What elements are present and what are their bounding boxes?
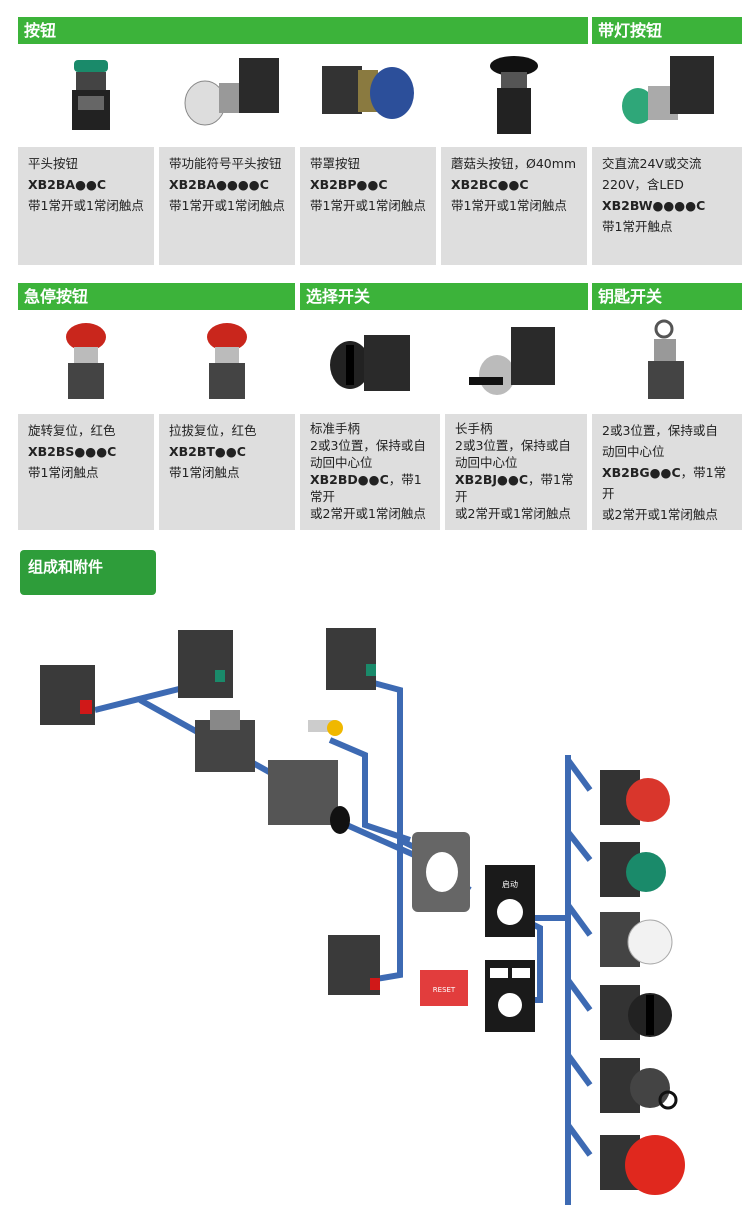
product-image-flush-green — [18, 48, 154, 141]
section-header-lit-buttons: 带灯按钮 — [592, 17, 742, 44]
estop-head-icon — [600, 1135, 685, 1195]
product-image-mushroom — [441, 48, 587, 141]
product-image-estop-pull — [159, 315, 295, 408]
push-button-icon — [184, 58, 279, 126]
product-image-shrouded — [300, 48, 436, 141]
contact-block-icon — [40, 665, 95, 725]
emergency-stop-icon — [66, 323, 106, 399]
push-button-icon — [72, 60, 110, 130]
light-bulb-icon — [308, 720, 343, 736]
section-header-selector: 选择开关 — [300, 283, 588, 310]
legend-plate-label: 启动 — [502, 879, 518, 889]
emergency-stop-icon — [207, 323, 247, 399]
push-button-icon — [490, 56, 538, 134]
assembly-diagram: 启动 RESET — [40, 628, 685, 1205]
selector-switch-icon — [469, 327, 555, 395]
product-image-symbol-flush — [159, 48, 295, 141]
red-flush-head-icon — [600, 770, 670, 825]
contact-block-icon — [326, 628, 376, 690]
key-icon — [648, 319, 684, 399]
selector-head-icon — [600, 985, 672, 1040]
key-head-icon — [600, 1058, 678, 1113]
product-image-key-switch — [592, 315, 742, 408]
product-image-estop-turn — [18, 315, 154, 408]
legend-holder-icon — [485, 960, 535, 1032]
green-flush-head-icon — [600, 842, 666, 897]
section-header-key: 钥匙开关 — [592, 283, 742, 310]
desc-key-switch: 2或3位置，保持或自动回中心位 XB2BG●●C，带1常开或2常开或1常闭触点 — [592, 414, 742, 530]
reset-label-icon: RESET — [420, 970, 468, 1006]
contact-block-icon — [328, 935, 380, 995]
fixing-collar-icon — [412, 832, 470, 912]
mounting-collar-icon — [195, 710, 255, 772]
pilot-light-icon — [622, 56, 714, 124]
contact-block-icon — [178, 630, 233, 698]
components-accessories-button[interactable]: 组成和附件 — [20, 550, 156, 595]
white-flush-head-icon — [600, 912, 673, 967]
product-image-selector-long — [441, 315, 587, 408]
push-button-icon — [322, 66, 414, 119]
product-image-selector-standard — [300, 315, 436, 408]
legend-plate-icon: 启动 — [485, 865, 535, 937]
selector-switch-icon — [330, 335, 410, 391]
reset-label-text: RESET — [433, 986, 456, 994]
section-header-estop: 急停按钮 — [18, 283, 295, 310]
section-header-buttons: 按钮 — [18, 17, 588, 44]
product-image-illuminated — [592, 48, 742, 141]
light-module-icon — [268, 760, 350, 834]
